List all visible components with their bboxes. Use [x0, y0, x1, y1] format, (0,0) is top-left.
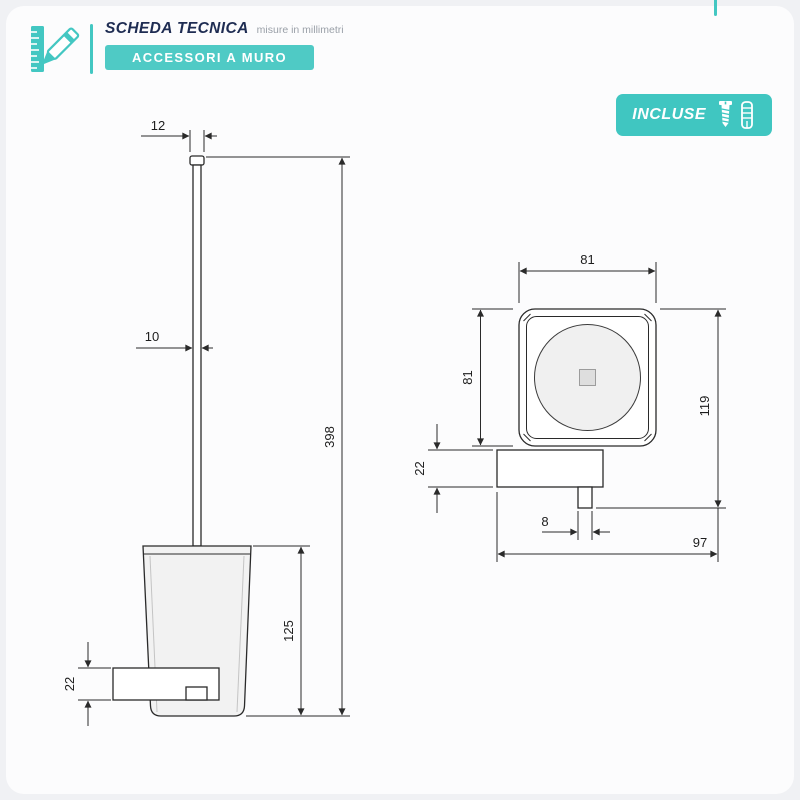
- category-banner: ACCESSORI A MURO: [105, 45, 315, 70]
- dim-front-plate-width: 81: [580, 252, 594, 267]
- dimension-plate-height: 81: [460, 308, 513, 447]
- plate-center-square: [579, 369, 596, 386]
- dim-side-rod-diameter: 10: [145, 329, 159, 344]
- dim-front-bracket-height: 22: [412, 461, 427, 475]
- page-title: SCHEDA TECNICA: [105, 20, 249, 37]
- dimension-plate-width: 81: [518, 252, 657, 303]
- page-subtitle: misure in millimetri: [256, 24, 344, 36]
- wall-bracket-front: [496, 449, 604, 488]
- header-divider: [90, 24, 93, 74]
- dim-side-total-height: 398: [322, 426, 337, 448]
- wall-plug-icon: [741, 101, 753, 129]
- dim-front-pin-width: 8: [541, 514, 548, 529]
- dim-side-bracket-height: 22: [62, 677, 77, 691]
- corner-accent-line: [714, 0, 717, 16]
- brush-handle-cap: [189, 155, 205, 166]
- datasheet-card: [6, 6, 794, 794]
- pencil-ruler-icon: [31, 26, 80, 72]
- badge-label: INCLUSE: [632, 106, 706, 123]
- side-view-drawing: 12 10 398 125 22: [62, 118, 350, 726]
- dimension-pin-width: 8: [541, 511, 610, 540]
- dimension-cup-height: 125: [253, 545, 310, 716]
- brush-rod: [192, 164, 202, 547]
- dim-front-overall-height: 119: [697, 396, 712, 417]
- mounting-pin: [577, 486, 593, 509]
- dim-front-plate-height: 81: [460, 370, 475, 384]
- bracket-detail: [185, 686, 208, 701]
- wall-plate-inner: [526, 316, 649, 439]
- dim-side-handle-width: 12: [151, 118, 165, 133]
- dimension-rod-diameter: 10: [136, 329, 213, 352]
- dimension-overall-width: 97: [496, 492, 719, 562]
- dimension-bracket-height-front: 22: [412, 424, 493, 513]
- dimension-overall-height: 119: [596, 308, 726, 509]
- included-badge: INCLUSE: [616, 94, 772, 136]
- badge-icons: [719, 101, 753, 129]
- front-view-drawing: 81 81 119 22 8: [412, 252, 726, 562]
- dimension-total-height: 398: [206, 156, 350, 717]
- dimension-handle-width: 12: [141, 118, 217, 152]
- screw-icon: [719, 101, 732, 127]
- header: SCHEDA TECNICA misure in millimetri ACCE…: [24, 20, 344, 78]
- dim-front-overall-width: 97: [693, 535, 707, 550]
- dim-side-cup-height: 125: [281, 620, 296, 642]
- dimension-bracket-height-side: 22: [62, 642, 111, 726]
- header-titles: SCHEDA TECNICA misure in millimetri ACCE…: [105, 20, 344, 70]
